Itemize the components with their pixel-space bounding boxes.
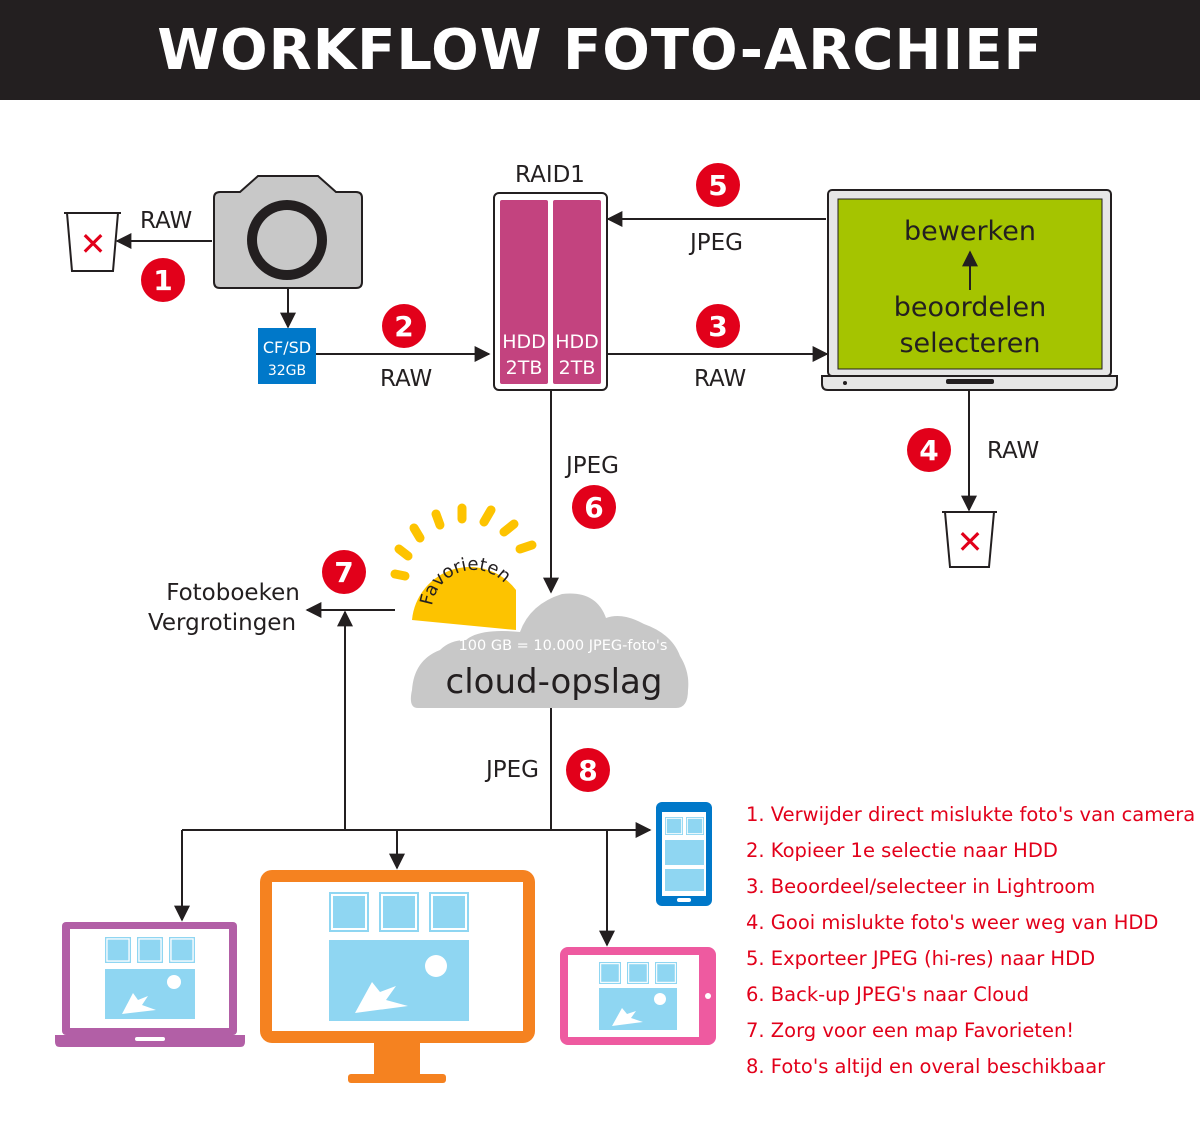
label-raw-delete: RAW <box>987 438 1039 464</box>
step-badge-3: 3 <box>696 304 740 348</box>
step-badge-1: 1 <box>141 258 185 302</box>
legend-item-7: 7. Zorg voor een map Favorieten! <box>746 1019 1075 1042</box>
laptop-workstation: bewerken beoordelen selecteren <box>821 189 1118 391</box>
legend-item-5: 5. Exporteer JPEG (hi-res) naar HDD <box>746 947 1096 970</box>
sd-card: CF/SD 32GB <box>258 328 316 384</box>
step-badge-2: 2 <box>382 304 426 348</box>
legend-list: 1. Verwijder direct mislukte foto's van … <box>746 800 1195 1088</box>
output-photobooks: Fotoboeken <box>166 580 300 606</box>
raid-disk-1-size: 2TB <box>506 357 543 379</box>
cloud-capacity: 100 GB = 10.000 JPEG-foto's <box>459 638 668 654</box>
camera-icon <box>213 175 363 289</box>
desktop-monitor-orange <box>260 870 535 1083</box>
tablet-device-pink <box>560 947 716 1045</box>
laptop-screen-select: selecteren <box>899 328 1040 359</box>
trash-can-icon-right: ✕ <box>942 511 997 568</box>
svg-text:4: 4 <box>919 434 938 467</box>
laptop-screen-review: beoordelen <box>894 292 1046 323</box>
laptop-screen-edit: bewerken <box>904 216 1036 247</box>
laptop-device-purple <box>55 922 245 1047</box>
cloud-label: cloud-opslag <box>446 662 663 702</box>
raid-disk-1-type: HDD <box>502 331 546 353</box>
connectors <box>115 211 977 947</box>
label-raw-laptop: RAW <box>694 366 746 392</box>
svg-text:5: 5 <box>708 169 727 202</box>
sd-card-type: CF/SD <box>263 338 311 357</box>
step-badge-7: 7 <box>322 550 366 594</box>
svg-text:6: 6 <box>584 491 603 524</box>
step-badge-5: 5 <box>696 163 740 207</box>
legend-item-2: 2. Kopieer 1e selectie naar HDD <box>746 839 1058 862</box>
page-title: WORKFLOW FOTO-ARCHIEF <box>157 17 1043 83</box>
legend-item-3: 3. Beoordeel/selecteer in Lightroom <box>746 875 1096 898</box>
svg-text:7: 7 <box>334 556 353 589</box>
label-raw-sd: RAW <box>380 366 432 392</box>
trash-can-icon-left: ✕ <box>64 212 121 272</box>
cloud-storage: 100 GB = 10.000 JPEG-foto's cloud-opslag <box>410 593 689 708</box>
svg-text:3: 3 <box>708 310 727 343</box>
svg-text:1: 1 <box>153 264 172 297</box>
step-badge-4: 4 <box>907 428 951 472</box>
label-jpeg-backup: JPEG <box>564 453 619 479</box>
svg-text:8: 8 <box>578 754 597 787</box>
raid-disk-2-size: 2TB <box>559 357 596 379</box>
raid-box: RAID1 HDD 2TB HDD 2TB <box>493 162 608 391</box>
label-raw-camera: RAW <box>140 208 192 234</box>
delete-cross-icon: ✕ <box>80 225 107 263</box>
step-badge-8: 8 <box>566 748 610 792</box>
legend-item-1: 1. Verwijder direct mislukte foto's van … <box>746 803 1196 826</box>
legend-item-6: 6. Back-up JPEG's naar Cloud <box>746 983 1029 1006</box>
legend-item-4: 4. Gooi mislukte foto's weer weg van HDD <box>746 911 1159 934</box>
smartphone-device-blue <box>656 802 712 906</box>
sun-icon: Favorieten <box>390 503 537 630</box>
raid-label: RAID1 <box>515 162 585 188</box>
svg-text:2: 2 <box>394 310 413 343</box>
raid-disk-2-type: HDD <box>555 331 599 353</box>
header-bar: WORKFLOW FOTO-ARCHIEF <box>0 0 1200 100</box>
step-badge-6: 6 <box>572 485 616 529</box>
sd-card-size: 32GB <box>268 363 306 379</box>
output-enlargements: Vergrotingen <box>148 610 296 636</box>
legend-item-8: 8. Foto's altijd en overal beschikbaar <box>746 1055 1106 1078</box>
delete-cross-icon: ✕ <box>957 523 984 561</box>
label-jpeg-devices: JPEG <box>484 757 539 783</box>
label-jpeg-export: JPEG <box>688 230 743 256</box>
raid-disk-1: HDD 2TB <box>500 200 548 384</box>
raid-disk-2: HDD 2TB <box>553 200 601 384</box>
